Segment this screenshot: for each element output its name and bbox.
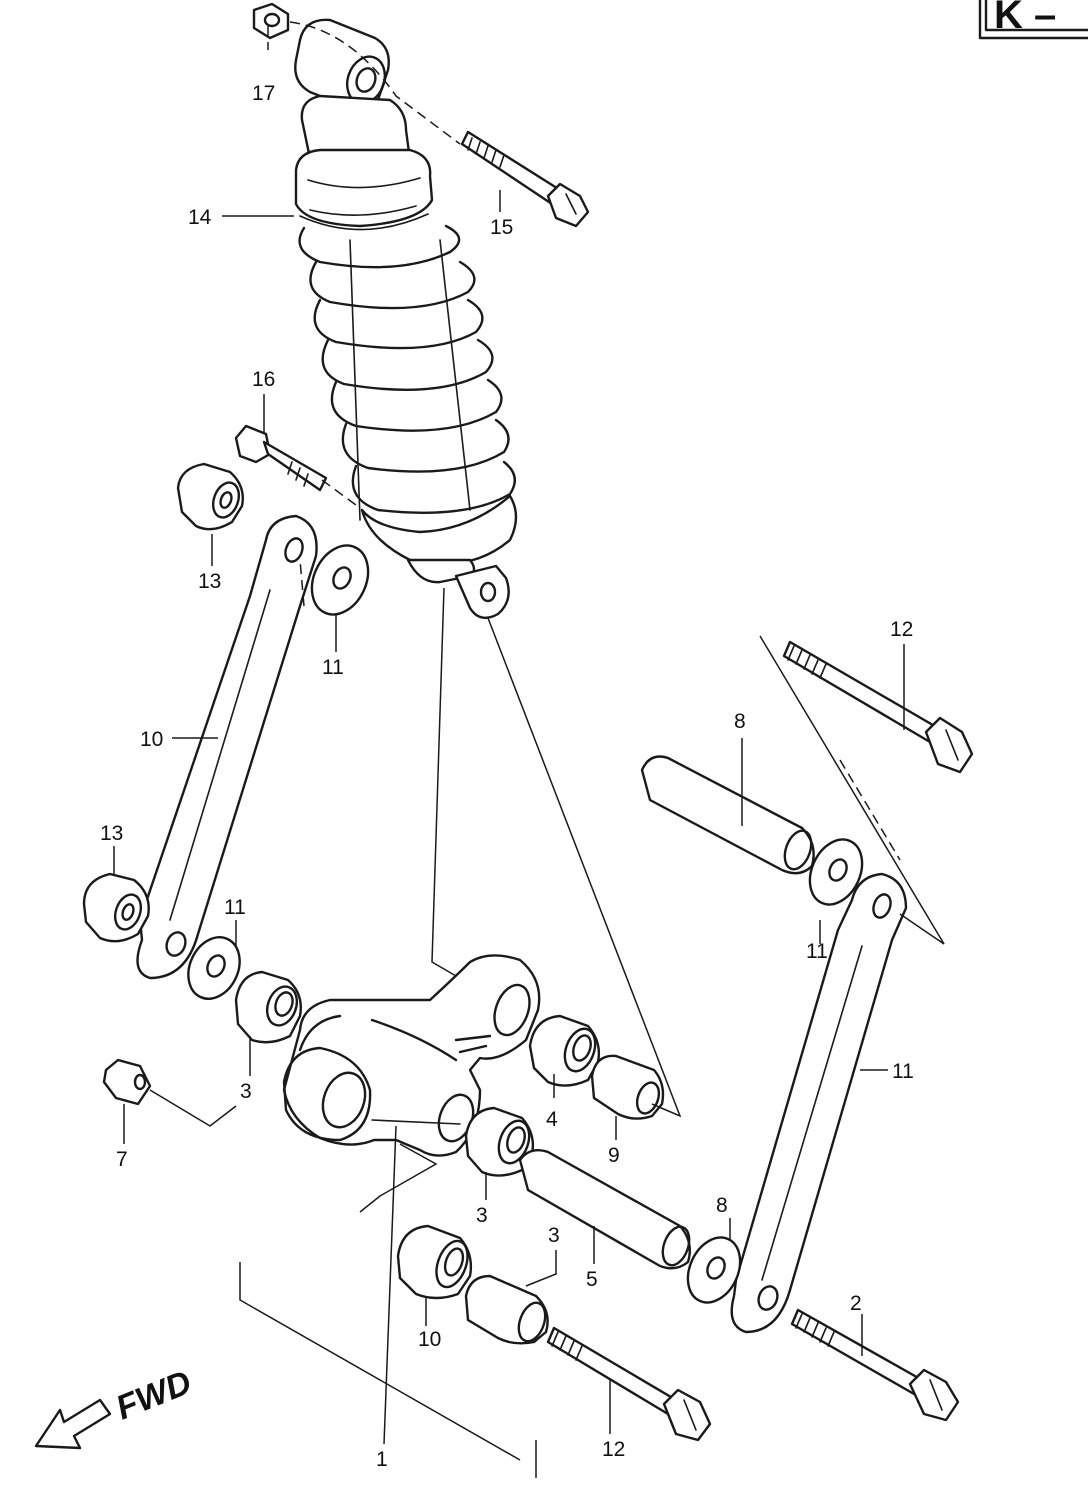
callout-11-upper: 11: [322, 656, 344, 679]
alignment-lines: [267, 21, 945, 1118]
callout-1: 1: [376, 1448, 388, 1471]
fwd-direction-indicator: FWD: [34, 1363, 197, 1450]
callout-6: 12: [602, 1438, 625, 1461]
callout-3-left: 3: [240, 1080, 252, 1103]
callout-2: 10: [418, 1328, 441, 1351]
nut-13-lower: [82, 872, 150, 943]
callout-10-left: 10: [140, 728, 163, 751]
callout-8-upper: 8: [734, 710, 746, 733]
callout-3-center: 3: [476, 1204, 488, 1227]
bearing-3-left: [234, 970, 302, 1044]
nut-13-upper: [176, 462, 244, 531]
leader-lines: [113, 190, 905, 1445]
callout-11-upper-right: 11: [806, 940, 828, 963]
bearing-3-center: [464, 1106, 535, 1177]
bearing-4: [528, 1014, 601, 1087]
bolt-6: [546, 1326, 712, 1442]
bolt-16: [234, 424, 328, 492]
callout-8-center: 5: [586, 1268, 598, 1291]
callout-11-lower-right: 8: [716, 1194, 728, 1217]
washer-11-lower-right: [686, 1236, 742, 1304]
callout-7: 7: [116, 1148, 128, 1171]
callout-13-lower: 13: [100, 822, 123, 845]
washer-11-upper-right: [808, 838, 864, 906]
fwd-arrow-icon: [34, 1398, 112, 1450]
callout-12-lower: 2: [850, 1292, 862, 1315]
callout-17: 17: [252, 82, 275, 105]
spacer-8-center: [518, 1149, 691, 1270]
bearing-2: [396, 1224, 473, 1300]
callout-14: 14: [188, 206, 212, 229]
spacer-9: [590, 1054, 665, 1120]
callout-12-upper: 12: [890, 618, 913, 641]
callout-13-upper: 13: [198, 570, 221, 593]
washer-11-upper: [310, 544, 370, 616]
callout-9: 9: [608, 1144, 620, 1167]
callout-11-left: 11: [224, 896, 246, 919]
bolt-7: [102, 1058, 152, 1106]
callout-5: 3: [548, 1224, 560, 1247]
spacer-5: [464, 1274, 549, 1345]
nut-17: [252, 2, 290, 40]
corner-tag-label: K –: [994, 0, 1056, 37]
callout-15: 15: [490, 216, 513, 239]
cushion-lever-1: [282, 954, 541, 1157]
corner-tag: K –: [978, 0, 1088, 40]
callout-10-right: 11: [892, 1060, 914, 1083]
cushion-rod-10-right: [730, 872, 908, 1334]
bolt-15: [460, 130, 590, 228]
callout-16: 16: [252, 368, 275, 391]
bolt-12-lower: [790, 1308, 960, 1422]
shock-absorber: [294, 18, 518, 620]
callout-4: 4: [546, 1108, 558, 1131]
cushion-rod-10-left: [136, 514, 318, 980]
spacer-8-upper: [640, 755, 815, 875]
bolt-12-upper: [782, 640, 974, 774]
assembly-bracket: [239, 1143, 537, 1478]
callout-labels: 17 15 14 16 13 11 10 12 8 13 11 11 3 7 3…: [100, 82, 914, 1471]
fwd-label: FWD: [111, 1363, 197, 1427]
washer-11-left: [187, 936, 241, 1000]
